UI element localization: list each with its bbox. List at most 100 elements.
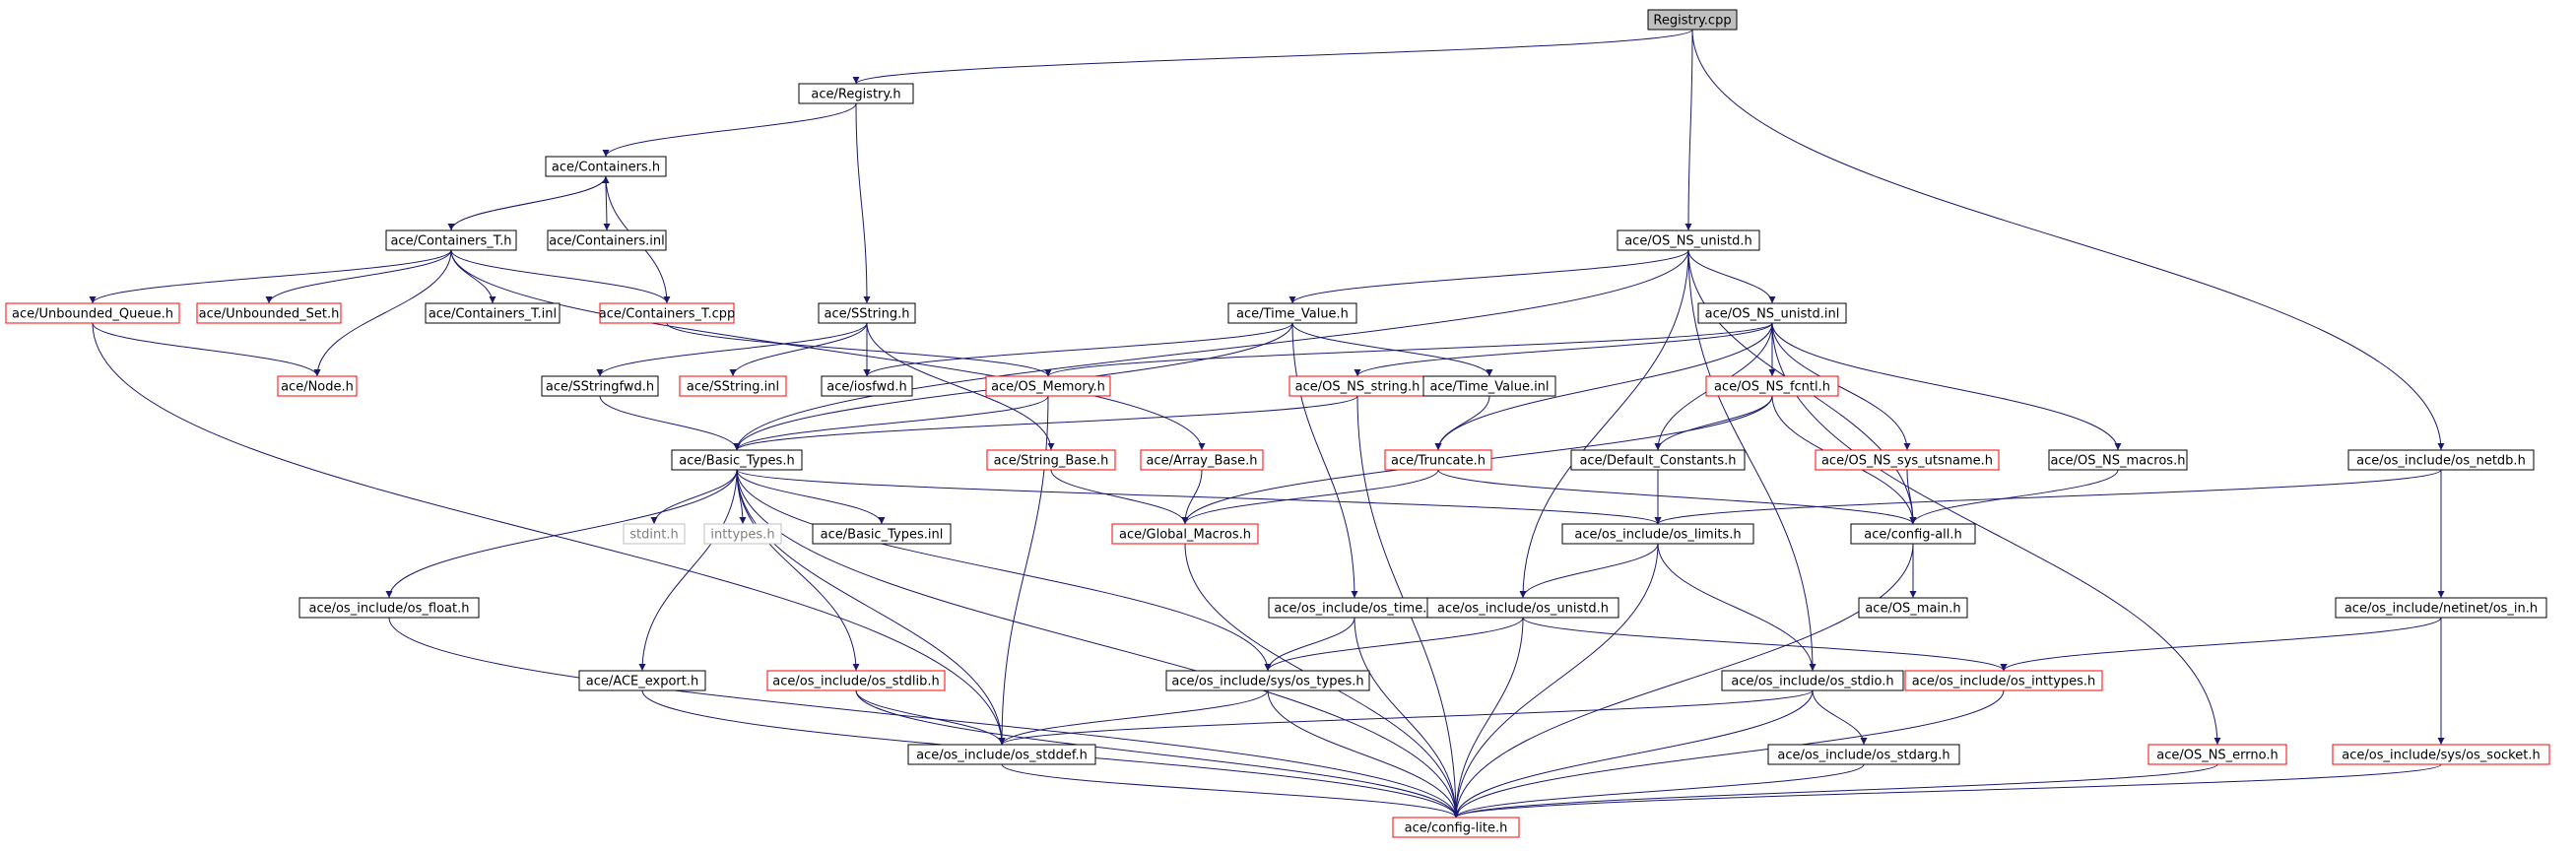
node-label: Registry.cpp xyxy=(1653,14,1731,29)
node-os-float-h[interactable]: ace/os_include/os_float.h xyxy=(298,597,480,619)
edge-basic_types_h-to-basic_types_inl xyxy=(736,469,886,525)
node-unbounded-queue-h[interactable]: ace/Unbounded_Queue.h xyxy=(5,302,180,324)
node-label: ace/Time_Value.inl xyxy=(1429,380,1549,395)
node-iosfwd-h[interactable]: ace/iosfwd.h xyxy=(821,375,913,397)
node-box xyxy=(277,375,358,397)
node-os-limits-h[interactable]: ace/os_include/os_limits.h xyxy=(1561,523,1754,545)
node-label: ace/Truncate.h xyxy=(1391,454,1486,469)
node-os-ns-fcntl-h[interactable]: ace/OS_NS_fcntl.h xyxy=(1705,375,1839,397)
node-box xyxy=(2347,449,2535,471)
node-global-macros-h[interactable]: ace/Global_Macros.h xyxy=(1111,523,1259,545)
node-label: ace/os_include/os_limits.h xyxy=(1574,528,1741,543)
node-containers-t-cpp[interactable]: ace/Containers_T.cpp xyxy=(599,302,735,324)
node-sstring-inl[interactable]: ace/SString.inl xyxy=(679,375,787,397)
edge-sstring_h-to-sstringfwd_h xyxy=(596,322,868,377)
edge-truncate_h-to-global_macros_h xyxy=(1181,469,1439,525)
node-config-lite-h[interactable]: ace/config-lite.h xyxy=(1392,817,1520,838)
node-ace-export-h[interactable]: ace/ACE_export.h xyxy=(578,670,706,691)
node-os-types-h[interactable]: ace/os_include/sys/os_types.h xyxy=(1165,670,1370,691)
edge-os_unistd_h-to-os_inttypes_h xyxy=(1522,617,2008,672)
node-os-ns-string-h[interactable]: ace/OS_NS_string.h xyxy=(1288,375,1426,397)
node-label: ace/Containers_T.inl xyxy=(429,307,557,322)
edge-unbounded_queue_h-to-os_stddef_h xyxy=(92,322,1006,746)
node-box xyxy=(1815,449,2000,471)
node-os-ns-unistd-inl[interactable]: ace/OS_NS_unistd.inl xyxy=(1697,302,1847,324)
node-string-base-h[interactable]: ace/String_Base.h xyxy=(986,449,1116,471)
edge-containers_t_cpp-to-os_memory_h xyxy=(666,322,1052,377)
edge-basic_types_h-to-ace_export_h xyxy=(638,469,738,672)
node-box xyxy=(1858,597,1968,619)
node-box xyxy=(1570,449,1746,471)
node-box xyxy=(1697,302,1847,324)
node-sstring-h[interactable]: ace/SString.h xyxy=(818,302,916,324)
edge-os_limits_h-to-os_unistd_h xyxy=(1519,543,1659,599)
edge-os_inttypes_h-to-config_lite_h xyxy=(1452,689,2005,818)
node-label: ace/os_include/os_unistd.h xyxy=(1437,602,1609,617)
node-label: ace/OS_NS_macros.h xyxy=(2051,454,2186,469)
node-os-in-h[interactable]: ace/os_include/netinet/os_in.h xyxy=(2335,597,2547,619)
node-box xyxy=(2147,744,2287,765)
edge-os_ns_unistd_inl-to-truncate_h xyxy=(1434,322,1773,451)
edge-os_socket_h-to-config_lite_h xyxy=(1452,763,2442,818)
node-containers-h[interactable]: ace/Containers.h xyxy=(545,156,667,177)
node-label: ace/OS_main.h xyxy=(1865,602,1960,617)
node-registry-cpp[interactable]: Registry.cpp xyxy=(1647,9,1738,31)
node-os-socket-h[interactable]: ace/os_include/sys/os_socket.h xyxy=(2332,744,2550,765)
node-box xyxy=(425,302,561,324)
edge-os_float_h-to-config_lite_h xyxy=(388,617,1460,818)
node-os-main-h[interactable]: ace/OS_main.h xyxy=(1858,597,1968,619)
node-box xyxy=(1426,597,1619,619)
node-os-netdb-h[interactable]: ace/os_include/os_netdb.h xyxy=(2347,449,2535,471)
node-box xyxy=(1111,523,1259,545)
node-time-value-inl[interactable]: ace/Time_Value.inl xyxy=(1422,375,1556,397)
node-label: inttypes.h xyxy=(710,528,774,543)
node-config-all-h[interactable]: ace/config-all.h xyxy=(1850,523,1976,545)
node-truncate-h[interactable]: ace/Truncate.h xyxy=(1384,449,1492,471)
node-label: ace/SString.inl xyxy=(687,380,779,395)
node-label: ace/OS_NS_unistd.inl xyxy=(1705,307,1840,322)
edge-containers_t_h-to-unbounded_queue_h xyxy=(89,249,452,304)
edges-layer xyxy=(89,29,2445,818)
node-os-memory-h[interactable]: ace/OS_Memory.h xyxy=(985,375,1111,397)
node-label: ace/SStringfwd.h xyxy=(546,380,654,395)
node-unbounded-set-h[interactable]: ace/Unbounded_Set.h xyxy=(196,302,342,324)
node-os-stdlib-h[interactable]: ace/os_include/os_stdlib.h xyxy=(766,670,946,691)
node-label: ace/Basic_Types.inl xyxy=(821,528,944,543)
node-box xyxy=(1384,449,1492,471)
node-default-constants-h[interactable]: ace/Default_Constants.h xyxy=(1570,449,1746,471)
node-stdint-h[interactable]: stdint.h xyxy=(623,523,686,545)
edge-sstring_h-to-string_base_h xyxy=(866,322,1055,451)
node-os-ns-unistd-h[interactable]: ace/OS_NS_unistd.h xyxy=(1617,229,1760,251)
node-containers-inl[interactable]: ace/Containers.inl xyxy=(547,229,667,251)
edge-os_ns_errno_h-to-config_lite_h xyxy=(1452,763,2218,818)
node-node-h[interactable]: ace/Node.h xyxy=(277,375,358,397)
node-containers-t-h[interactable]: ace/Containers_T.h xyxy=(385,229,517,251)
node-os-stdio-h[interactable]: ace/os_include/os_stdio.h xyxy=(1721,670,1904,691)
edge-basic_types_h-to-os_types_h xyxy=(736,469,1272,672)
node-os-ns-sys-utsname-h[interactable]: ace/OS_NS_sys_utsname.h xyxy=(1815,449,2000,471)
node-label: ace/SString.h xyxy=(825,307,910,322)
node-os-stddef-h[interactable]: ace/os_include/os_stddef.h xyxy=(907,744,1096,765)
node-os-ns-macros-h[interactable]: ace/OS_NS_macros.h xyxy=(2048,449,2188,471)
node-box xyxy=(798,83,914,104)
node-inttypes-h[interactable]: inttypes.h xyxy=(703,523,782,545)
node-os-unistd-h[interactable]: ace/os_include/os_unistd.h xyxy=(1426,597,1619,619)
node-label: ace/OS_NS_unistd.h xyxy=(1624,234,1752,249)
node-box xyxy=(766,670,946,691)
node-label: ace/os_include/os_stdarg.h xyxy=(1777,749,1949,763)
node-os-stdarg-h[interactable]: ace/os_include/os_stdarg.h xyxy=(1767,744,1960,765)
node-array-base-h[interactable]: ace/Array_Base.h xyxy=(1140,449,1264,471)
node-box xyxy=(703,523,782,545)
edge-containers_t_h-to-containers_h xyxy=(450,175,610,231)
node-os-time-h[interactable]: ace/os_include/os_time.h xyxy=(1268,597,1441,619)
node-os-inttypes-h[interactable]: ace/os_include/os_inttypes.h xyxy=(1904,670,2103,691)
node-registry-h[interactable]: ace/Registry.h xyxy=(798,83,914,104)
node-containers-t-inl[interactable]: ace/Containers_T.inl xyxy=(425,302,561,324)
node-time-value-h[interactable]: ace/Time_Value.h xyxy=(1227,302,1357,324)
node-basic-types-inl[interactable]: ace/Basic_Types.inl xyxy=(812,523,952,545)
node-basic-types-h[interactable]: ace/Basic_Types.h xyxy=(671,449,803,471)
node-os-ns-errno-h[interactable]: ace/OS_NS_errno.h xyxy=(2147,744,2287,765)
node-box xyxy=(1422,375,1556,397)
edge-os_ns_unistd_inl-to-os_ns_string_h xyxy=(1354,322,1773,377)
node-sstringfwd-h[interactable]: ace/SStringfwd.h xyxy=(541,375,659,397)
